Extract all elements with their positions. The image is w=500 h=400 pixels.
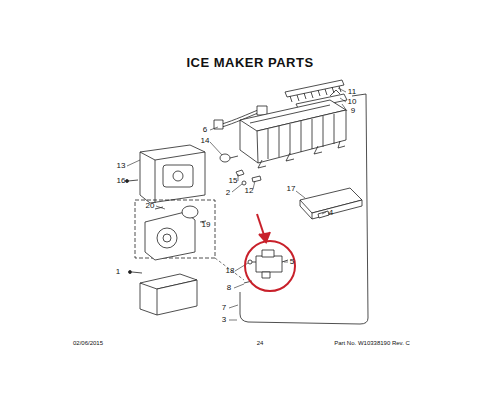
callout-number: 13 xyxy=(117,162,126,170)
callout-number: 6 xyxy=(203,126,207,134)
callout-number: 7 xyxy=(222,304,226,312)
motor-module xyxy=(135,200,215,260)
bracket xyxy=(300,188,362,219)
callout-number: 20 xyxy=(146,202,155,210)
callout-number: 14 xyxy=(201,137,210,145)
callout-number: 2 xyxy=(226,189,230,197)
footer-text: 02/06/2015 xyxy=(73,340,103,346)
callout-number: 3 xyxy=(222,316,226,324)
callout-number: 5 xyxy=(290,258,294,266)
ice-mold-tray xyxy=(240,100,346,168)
callout-number: 4 xyxy=(329,209,333,217)
footer-text: Part No. W10338190 Rev. C xyxy=(334,340,410,346)
callout-number: 10 xyxy=(348,98,357,106)
clips xyxy=(236,170,261,185)
callout-number: 12 xyxy=(245,187,254,195)
callout-number: 1 xyxy=(116,268,120,276)
callout-number: 19 xyxy=(202,221,211,229)
callout-number: 9 xyxy=(351,107,355,115)
footer-text: 24 xyxy=(257,340,264,346)
page-title: ICE MAKER PARTS xyxy=(186,56,313,69)
callout-number: 15 xyxy=(229,177,238,185)
control-housing xyxy=(126,145,206,203)
callout-number: 16 xyxy=(117,177,126,185)
leader-lines xyxy=(127,88,347,320)
front-cover xyxy=(129,271,198,316)
highlight xyxy=(245,214,295,291)
callout-number: 8 xyxy=(227,284,231,292)
water-valve xyxy=(244,250,288,283)
thermostat xyxy=(220,154,238,162)
callout-number: 18 xyxy=(226,267,235,275)
callout-number: 11 xyxy=(348,88,356,96)
callout-number: 17 xyxy=(287,185,296,193)
fill-tube xyxy=(240,94,368,324)
